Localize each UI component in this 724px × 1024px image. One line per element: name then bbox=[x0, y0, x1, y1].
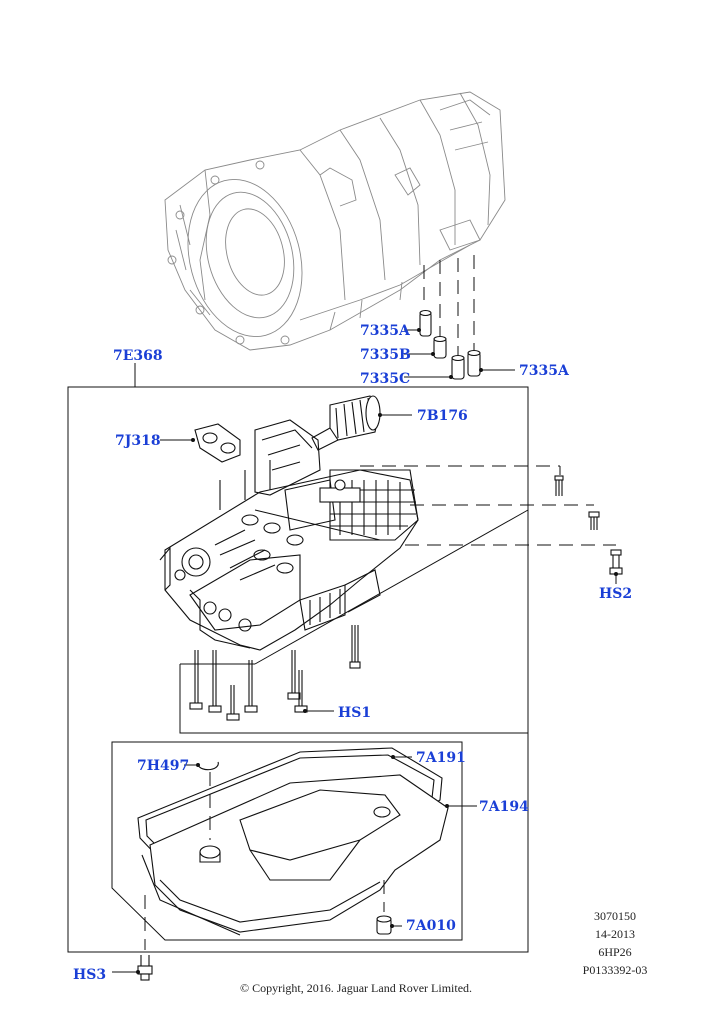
transmission-housing-illustration bbox=[164, 91, 506, 351]
valve-body-illustration bbox=[159, 419, 419, 651]
callout-7335b[interactable]: 7335B bbox=[360, 347, 411, 363]
reference-line-4: P0133392-03 bbox=[583, 963, 648, 977]
oil-pan-frame bbox=[111, 741, 463, 941]
hs1-bolts bbox=[179, 509, 529, 734]
circlip-7h497 bbox=[197, 761, 219, 840]
reference-line-3: 6HP26 bbox=[598, 945, 631, 959]
housing-guide-lines bbox=[423, 255, 475, 355]
sleeve-7335a-top bbox=[419, 309, 432, 337]
assembly-frame-7e368 bbox=[67, 363, 529, 953]
reference-line-1: 3070150 bbox=[594, 909, 636, 923]
callout-7335a-top[interactable]: 7335A bbox=[360, 323, 411, 339]
callout-hs3[interactable]: HS3 bbox=[73, 967, 106, 983]
reference-line-2: 14-2013 bbox=[595, 927, 635, 941]
callout-hs1[interactable]: HS1 bbox=[338, 705, 371, 721]
callout-hs2[interactable]: HS2 bbox=[599, 586, 632, 602]
oil-pan-7a194 bbox=[141, 774, 449, 936]
callout-7a191[interactable]: 7A191 bbox=[416, 750, 466, 766]
hs2-bolts bbox=[360, 465, 623, 575]
sleeve-7335a-right bbox=[467, 349, 481, 377]
copyright-notice: © Copyright, 2016. Jaguar Land Rover Lim… bbox=[240, 981, 472, 995]
callout-7b176[interactable]: 7B176 bbox=[417, 408, 468, 424]
callout-7a194[interactable]: 7A194 bbox=[479, 799, 529, 815]
sleeve-7335c bbox=[451, 354, 465, 380]
reference-block: 3070150 14-2013 6HP26 P0133392-03 bbox=[583, 909, 648, 977]
solenoid-connector-7b176 bbox=[311, 395, 381, 451]
sleeve-7335b bbox=[433, 335, 447, 359]
hs3-bolt bbox=[137, 895, 153, 981]
seal-7j318 bbox=[194, 423, 241, 463]
callout-7j318[interactable]: 7J318 bbox=[115, 433, 161, 449]
callout-7a010[interactable]: 7A010 bbox=[406, 918, 456, 934]
callout-7335a-right[interactable]: 7335A bbox=[519, 363, 570, 379]
drain-plug-7a010 bbox=[376, 880, 392, 935]
callout-7335c[interactable]: 7335C bbox=[360, 371, 410, 387]
callout-7h497[interactable]: 7H497 bbox=[137, 758, 189, 774]
callout-7e368[interactable]: 7E368 bbox=[113, 348, 163, 364]
